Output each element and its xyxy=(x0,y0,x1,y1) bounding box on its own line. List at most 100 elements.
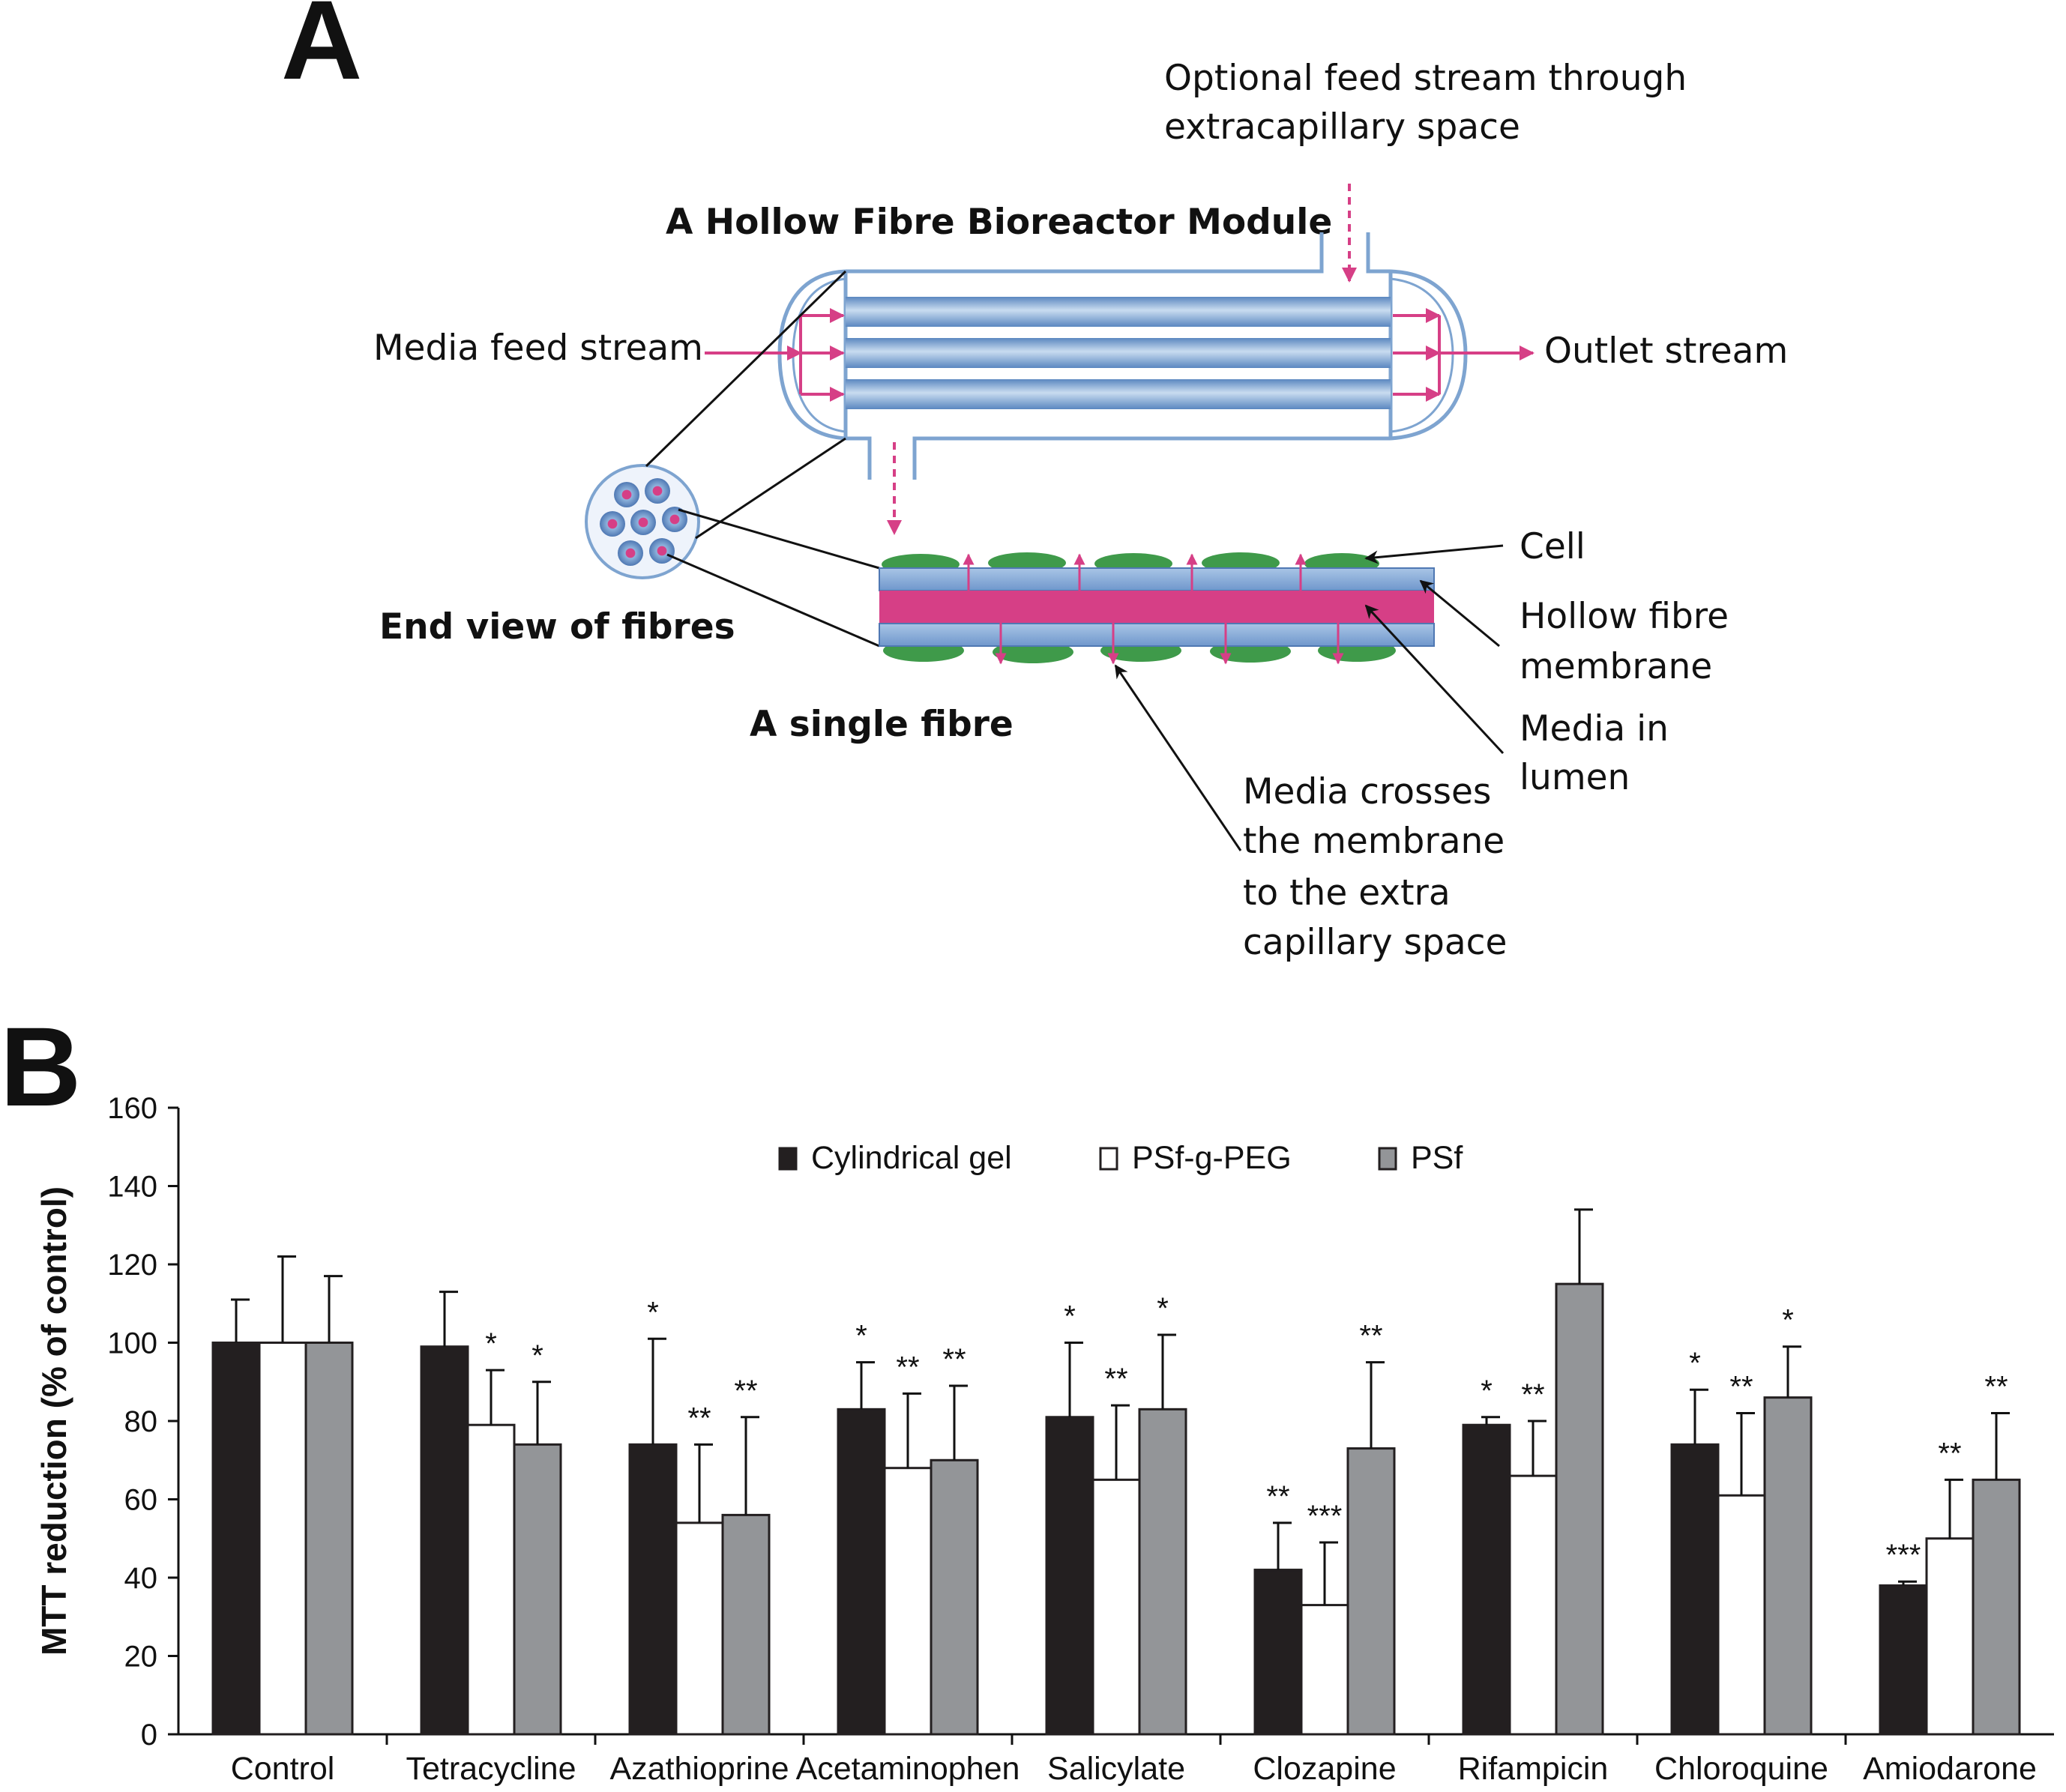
x-tick-label: Clozapine xyxy=(1253,1751,1396,1787)
bar xyxy=(1462,1423,1511,1736)
bar xyxy=(721,1513,771,1736)
y-tick-label: 80 xyxy=(124,1405,158,1438)
bar xyxy=(1091,1478,1141,1736)
y-tick-label: 0 xyxy=(141,1719,157,1752)
legend-label: PSf-g-PEG xyxy=(1132,1140,1292,1176)
significance-mark: ** xyxy=(1266,1480,1289,1513)
flow-arrows xyxy=(705,184,1535,535)
membrane-label-line2: membrane xyxy=(1520,646,1712,687)
module-title: A Hollow Fibre Bioreactor Module xyxy=(666,202,1332,243)
significance-mark: ** xyxy=(942,1343,966,1376)
significance-mark: ** xyxy=(1984,1371,2008,1404)
significance-mark: ** xyxy=(1938,1437,1961,1470)
crosses-label-line3: to the extra xyxy=(1243,872,1451,914)
significance-mark: ** xyxy=(734,1375,757,1408)
significance-mark: * xyxy=(1689,1347,1701,1380)
end-view-label: End view of fibres xyxy=(379,606,735,648)
bar xyxy=(1346,1447,1396,1736)
bar xyxy=(1972,1478,2021,1736)
bar xyxy=(1300,1604,1349,1736)
bar xyxy=(1670,1443,1720,1736)
x-tick-label: Tetracycline xyxy=(406,1751,576,1787)
significance-mark: ** xyxy=(1359,1320,1382,1353)
panel-a-diagram: A Optional feed stream through extracapi… xyxy=(281,0,1788,963)
legend-swatch xyxy=(1378,1147,1397,1171)
y-axis-label: MTT reduction (% of control) xyxy=(34,1186,73,1656)
significance-mark: *** xyxy=(1307,1500,1343,1533)
end-view-of-fibres xyxy=(585,464,700,579)
media-feed-label: Media feed stream xyxy=(373,328,703,369)
x-tick-label: Control xyxy=(231,1751,335,1787)
zoom-lines xyxy=(645,270,880,648)
bar xyxy=(837,1408,886,1736)
lumen-label-line2: lumen xyxy=(1520,757,1630,798)
significance-mark: ** xyxy=(1521,1378,1544,1411)
x-tick-label: Chloroquine xyxy=(1654,1751,1828,1787)
y-tick-label: 160 xyxy=(107,1092,157,1125)
bar xyxy=(1925,1537,1975,1736)
lumen-label-line1: Media in xyxy=(1520,708,1669,749)
significance-mark: * xyxy=(1782,1304,1794,1337)
cell-label: Cell xyxy=(1520,526,1585,567)
single-fibre xyxy=(879,552,1435,665)
legend-label: PSf xyxy=(1411,1140,1463,1176)
optional-feed-label-line1: Optional feed stream through xyxy=(1164,58,1687,99)
y-tick-label: 100 xyxy=(107,1327,157,1360)
bar xyxy=(466,1423,516,1736)
bar xyxy=(1555,1282,1604,1736)
crosses-label-line4: capillary space xyxy=(1243,922,1507,963)
significance-mark: * xyxy=(1481,1375,1493,1408)
significance-mark: ** xyxy=(1104,1363,1127,1396)
bar xyxy=(1879,1584,1928,1736)
y-tick-label: 40 xyxy=(124,1562,158,1595)
x-tick-label: Azathioprine xyxy=(609,1751,789,1787)
significance-mark: ** xyxy=(1729,1371,1753,1404)
y-tick-label: 60 xyxy=(124,1484,158,1517)
bar xyxy=(1045,1416,1094,1736)
outlet-label: Outlet stream xyxy=(1544,331,1788,372)
x-tick-label: Salicylate xyxy=(1047,1751,1185,1787)
bar xyxy=(211,1342,261,1736)
bar xyxy=(675,1521,724,1736)
membrane-label-line1: Hollow fibre xyxy=(1520,596,1729,637)
bar xyxy=(628,1443,678,1736)
panel-b-letter: B xyxy=(0,1004,81,1129)
bar xyxy=(1717,1494,1766,1736)
significance-mark: * xyxy=(1064,1300,1076,1333)
significance-mark: * xyxy=(1157,1292,1169,1325)
significance-mark: ** xyxy=(687,1402,711,1434)
bar xyxy=(883,1467,933,1736)
x-tick-label: Acetaminophen xyxy=(796,1751,1020,1787)
fibre-tube-1 xyxy=(846,297,1391,327)
bar xyxy=(513,1443,562,1736)
crosses-label-line1: Media crosses xyxy=(1243,771,1491,812)
significance-mark: *** xyxy=(1886,1539,1921,1572)
callout-arrows xyxy=(1114,544,1505,851)
bar xyxy=(258,1342,307,1736)
fibre-tube-2 xyxy=(846,338,1391,368)
significance-mark: * xyxy=(647,1296,659,1329)
legend-swatch xyxy=(1099,1147,1118,1171)
significance-mark: * xyxy=(531,1339,543,1372)
crosses-label-line2: the membrane xyxy=(1243,821,1505,862)
bar xyxy=(420,1345,469,1736)
bar xyxy=(1508,1474,1558,1736)
significance-mark: * xyxy=(855,1320,867,1353)
significance-mark: ** xyxy=(896,1351,919,1384)
fibre-tube-3 xyxy=(846,379,1391,409)
bar xyxy=(304,1342,354,1736)
y-tick-label: 140 xyxy=(107,1171,157,1204)
significance-mark: * xyxy=(485,1327,497,1360)
bar xyxy=(930,1458,979,1736)
x-tick-label: Amiodarone xyxy=(1863,1751,2037,1787)
panel-a-letter: A xyxy=(281,0,362,103)
bar xyxy=(1763,1396,1813,1736)
single-fibre-label: A single fibre xyxy=(750,704,1014,745)
bar xyxy=(1138,1408,1187,1736)
y-tick-label: 20 xyxy=(124,1641,158,1674)
y-tick-label: 120 xyxy=(107,1249,157,1282)
legend-swatch xyxy=(778,1147,798,1171)
bar xyxy=(1253,1569,1303,1736)
